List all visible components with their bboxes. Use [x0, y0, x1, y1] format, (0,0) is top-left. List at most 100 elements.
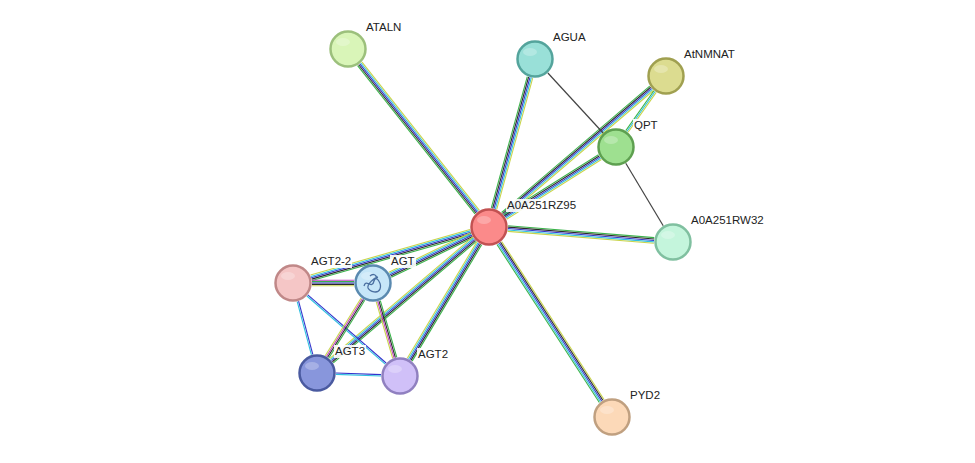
- evidence-line: [410, 243, 480, 359]
- protein-label: QPT: [633, 119, 659, 132]
- evidence-line: [411, 244, 481, 360]
- interaction-edge: [504, 155, 602, 219]
- evidence-line: [505, 157, 600, 217]
- evidence-line: [360, 64, 477, 212]
- evidence-line: [312, 281, 354, 282]
- evidence-line: [312, 285, 354, 286]
- evidence-line: [331, 239, 474, 360]
- evidence-line: [504, 89, 652, 215]
- evidence-line: [508, 230, 654, 242]
- interaction-edge: [548, 73, 603, 133]
- evidence-line: [497, 244, 599, 402]
- evidence-line: [494, 77, 530, 208]
- evidence-line: [501, 242, 603, 400]
- evidence-line: [503, 87, 651, 213]
- interaction-edge: [307, 295, 386, 364]
- evidence-line: [493, 77, 529, 208]
- evidence-line: [502, 86, 650, 212]
- evidence-line: [409, 243, 479, 359]
- evidence-line: [361, 63, 478, 211]
- evidence-line: [379, 301, 395, 358]
- evidence-line: [358, 66, 475, 214]
- evidence-line: [626, 163, 663, 225]
- node-circle: [381, 357, 419, 395]
- evidence-line: [336, 374, 381, 376]
- protein-label: AGT2: [417, 348, 449, 361]
- interaction-edge: [491, 77, 532, 210]
- evidence-line: [312, 282, 354, 283]
- interaction-edge: [497, 241, 604, 402]
- evidence-line: [548, 73, 603, 133]
- evidence-line: [495, 78, 531, 209]
- evidence-line: [503, 88, 651, 214]
- evidence-line: [359, 65, 476, 213]
- interaction-edge: [508, 226, 655, 243]
- evidence-line: [502, 241, 604, 399]
- evidence-line: [308, 295, 386, 363]
- interaction-edge: [336, 373, 381, 376]
- evidence-line: [499, 243, 601, 401]
- protein-label: PYD2: [629, 389, 661, 402]
- protein-label: AGT: [390, 255, 416, 268]
- node-circle: [354, 264, 392, 302]
- evidence-line: [307, 296, 385, 364]
- protein-label: A0A251RZ95: [506, 199, 577, 212]
- evidence-line: [497, 78, 533, 209]
- node-circle: [470, 208, 508, 246]
- protein-label: AGT2-2: [310, 255, 352, 268]
- protein-node: A0A251RZ95: [470, 208, 508, 246]
- evidence-line: [504, 155, 599, 215]
- protein-node: A0A251RW32: [654, 223, 692, 261]
- evidence-line: [412, 245, 482, 361]
- evidence-line: [362, 62, 479, 210]
- evidence-line: [333, 241, 476, 362]
- evidence-line: [491, 77, 527, 208]
- protein-label: AtNMNAT: [683, 48, 736, 61]
- protein-node: ATALN: [329, 30, 367, 68]
- node-circle: [516, 40, 554, 78]
- evidence-line: [297, 302, 311, 355]
- protein-label: A0A251RW32: [690, 214, 765, 227]
- evidence-line: [376, 302, 392, 359]
- protein-node: AGT3: [298, 354, 336, 392]
- evidence-line: [508, 229, 654, 241]
- evidence-line: [505, 90, 653, 216]
- protein-label: AGT3: [334, 345, 366, 358]
- evidence-line: [332, 240, 475, 361]
- protein-label: AGUA: [552, 31, 587, 44]
- evidence-line: [504, 156, 599, 216]
- protein-node: PYD2: [593, 398, 631, 436]
- protein-node: AtNMNAT: [647, 57, 685, 95]
- evidence-line: [498, 244, 600, 402]
- interaction-edge: [312, 280, 354, 286]
- interaction-edge: [358, 62, 480, 214]
- evidence-line: [311, 230, 470, 276]
- interaction-edge: [311, 230, 472, 281]
- protein-label: ATALN: [365, 21, 402, 34]
- interaction-edge: [297, 301, 313, 355]
- evidence-line: [299, 301, 313, 354]
- evidence-line: [407, 242, 477, 358]
- evidence-line: [311, 231, 470, 277]
- node-circle: [274, 264, 312, 302]
- protein-node: AGT: [354, 264, 392, 302]
- evidence-line: [312, 280, 354, 281]
- interaction-edge: [376, 301, 396, 359]
- evidence-line: [508, 231, 654, 243]
- evidence-line: [378, 301, 394, 358]
- protein-node: QPT: [597, 128, 635, 166]
- protein-node: AGUA: [516, 40, 554, 78]
- interaction-edge: [626, 163, 663, 225]
- evidence-line: [312, 284, 354, 285]
- node-circle: [593, 398, 631, 436]
- evidence-line: [380, 301, 396, 358]
- evidence-line: [507, 159, 602, 219]
- evidence-line: [506, 158, 601, 218]
- node-circle: [329, 30, 367, 68]
- protein-node: AGT2-2: [274, 264, 312, 302]
- node-circle: [298, 354, 336, 392]
- interaction-edge: [407, 242, 481, 361]
- node-circle: [654, 223, 692, 261]
- node-circle: [597, 128, 635, 166]
